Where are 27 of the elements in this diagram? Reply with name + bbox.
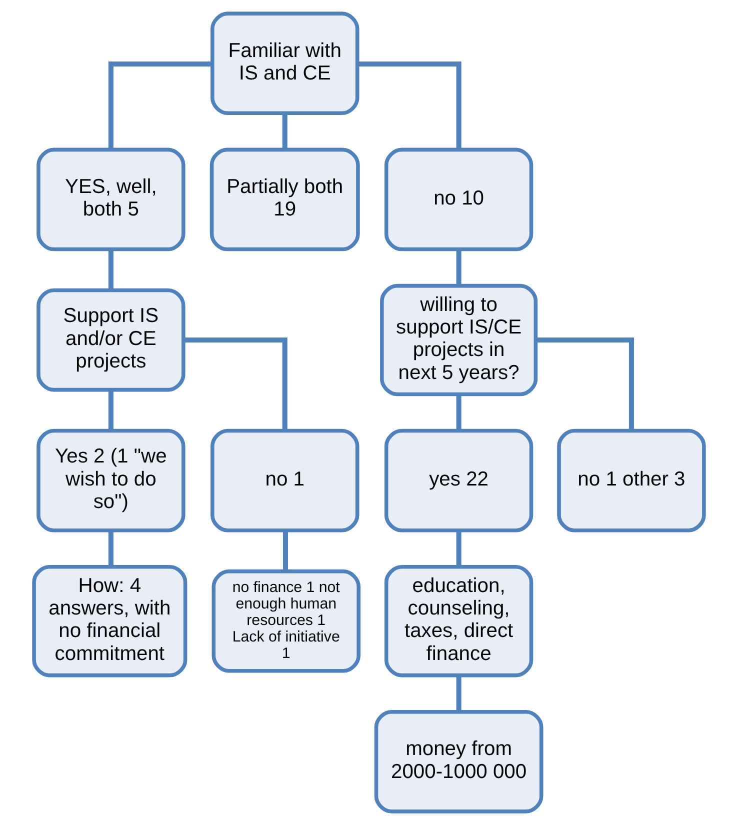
connector (456, 675, 462, 712)
connector (456, 530, 462, 567)
connector (456, 249, 462, 286)
connector (108, 530, 114, 567)
connector (282, 113, 288, 150)
connector (456, 394, 462, 430)
connector (536, 338, 634, 431)
connector (358, 61, 462, 150)
node-box: no finance 1 not enough human resources 1 Lack of initiative 1 (212, 569, 360, 673)
node-box: money from 2000-1000 000 (374, 710, 544, 814)
node-box: no 10 (384, 148, 534, 252)
connector (282, 530, 288, 571)
node-box: How: 4 answers, with no financial commitment (32, 565, 188, 678)
node-box: Partially both 19 (210, 148, 360, 252)
node-box: no 1 other 3 (557, 428, 706, 532)
node-box: education, counseling, taxes, direct finance (384, 565, 534, 678)
connector (184, 338, 288, 431)
connector (108, 390, 114, 430)
connector (108, 61, 212, 150)
node-box: no 1 (210, 428, 360, 532)
node-box: Familiar with IS and CE (210, 12, 360, 116)
node-box: YES, well, both 5 (36, 148, 186, 252)
node-box: yes 22 (384, 428, 534, 532)
node-box: Support IS and/or CE projects (36, 288, 186, 392)
node-box: Yes 2 (1 "we wish to do so") (36, 428, 186, 532)
connector (108, 249, 114, 290)
node-box: willing to support IS/CE projects in next 5 years? (380, 284, 538, 396)
